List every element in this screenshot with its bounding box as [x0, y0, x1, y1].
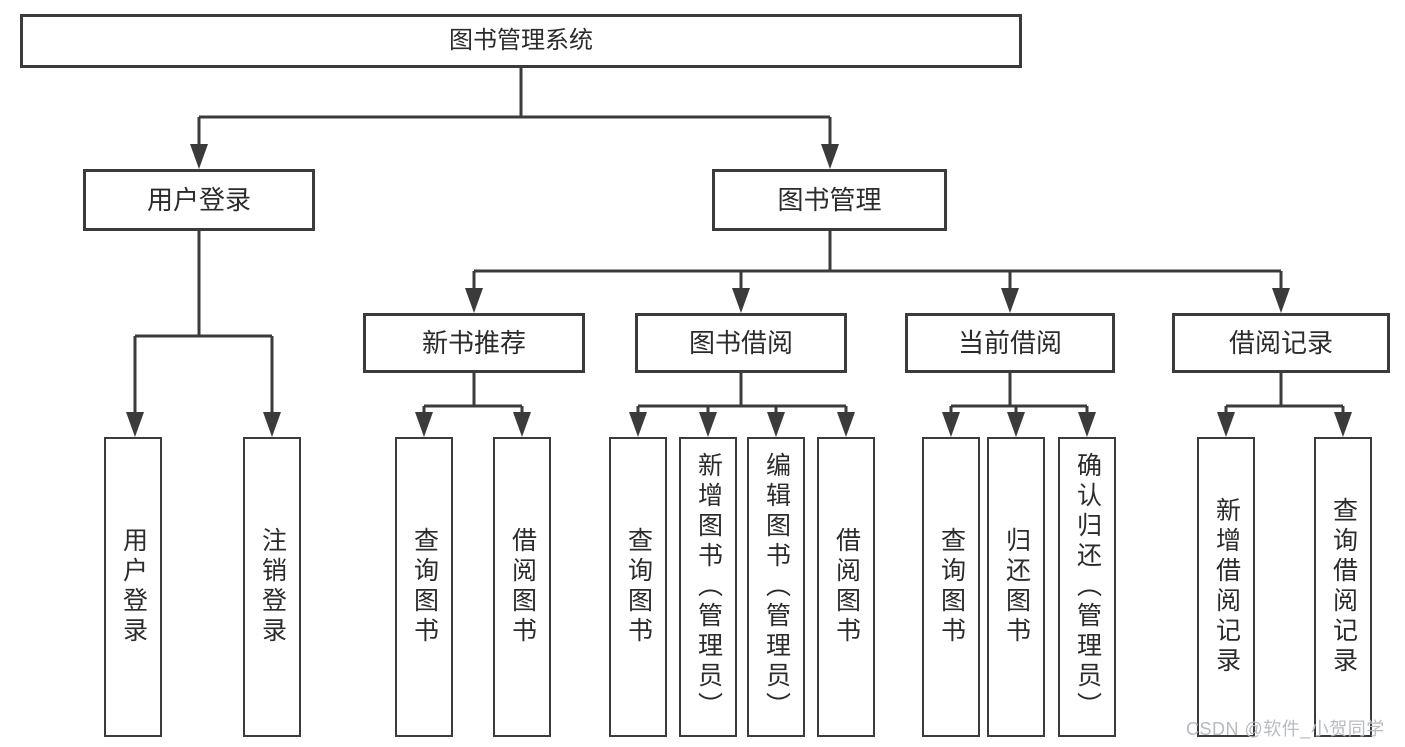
connector-user-login-to-leaves — [126, 231, 281, 437]
arrowhead — [1001, 288, 1019, 313]
csdn-watermark: CSDN @软件_小贺同学 — [1186, 719, 1385, 739]
arrowhead — [415, 412, 433, 437]
arrowhead — [767, 412, 785, 437]
node-book-management: 图书管理 — [712, 169, 947, 231]
arrowhead — [732, 288, 750, 313]
arrowhead — [699, 412, 717, 437]
arrowhead — [465, 288, 483, 313]
leaf-add-books-admin: 新增图书（管理员） — [679, 437, 737, 737]
arrowhead — [1272, 288, 1290, 313]
arrowhead — [942, 412, 960, 437]
node-new-book-recommendation: 新书推荐 — [363, 313, 585, 373]
node-root-system: 图书管理系统 — [20, 14, 1022, 68]
arrowhead — [1078, 412, 1096, 437]
leaf-logout: 注销登录 — [243, 437, 301, 737]
connector-borrow-records-to-leaves — [1217, 373, 1352, 437]
arrowhead — [629, 412, 647, 437]
leaf-borrow-books: 借阅图书 — [817, 437, 875, 737]
leaf-borrow-books-recommend: 借阅图书 — [493, 437, 551, 737]
node-user-login: 用户登录 — [83, 169, 315, 231]
connector-book-borrow-to-leaves — [629, 373, 855, 437]
connector-book-mgmt-to-level3 — [465, 231, 1290, 313]
node-borrowing-records: 借阅记录 — [1172, 313, 1390, 373]
arrowhead — [513, 412, 531, 437]
node-current-borrowing: 当前借阅 — [905, 313, 1115, 373]
leaf-confirm-return-admin: 确认归还（管理员） — [1058, 437, 1116, 737]
leaf-add-borrow-record: 新增借阅记录 — [1197, 437, 1255, 737]
leaf-user-login: 用户登录 — [104, 437, 162, 737]
leaf-edit-books-admin: 编辑图书（管理员） — [747, 437, 805, 737]
leaf-query-borrow-record: 查询借阅记录 — [1314, 437, 1372, 737]
connector-root-to-level2 — [190, 68, 839, 169]
arrowhead — [1007, 412, 1025, 437]
connector-new-book-rec-to-leaves — [415, 373, 531, 437]
arrowhead — [1217, 412, 1235, 437]
arrowhead — [126, 412, 144, 437]
arrowhead — [263, 412, 281, 437]
arrowhead — [1334, 412, 1352, 437]
leaf-return-books: 归还图书 — [987, 437, 1045, 737]
connector-current-borrow-to-leaves — [942, 373, 1096, 437]
arrowhead — [190, 144, 208, 169]
leaf-query-books-borrow: 查询图书 — [609, 437, 667, 737]
arrowhead — [837, 412, 855, 437]
arrowhead — [821, 144, 839, 169]
leaf-query-books-recommend: 查询图书 — [395, 437, 453, 737]
node-book-borrowing: 图书借阅 — [635, 313, 847, 373]
leaf-query-books-current: 查询图书 — [922, 437, 980, 737]
